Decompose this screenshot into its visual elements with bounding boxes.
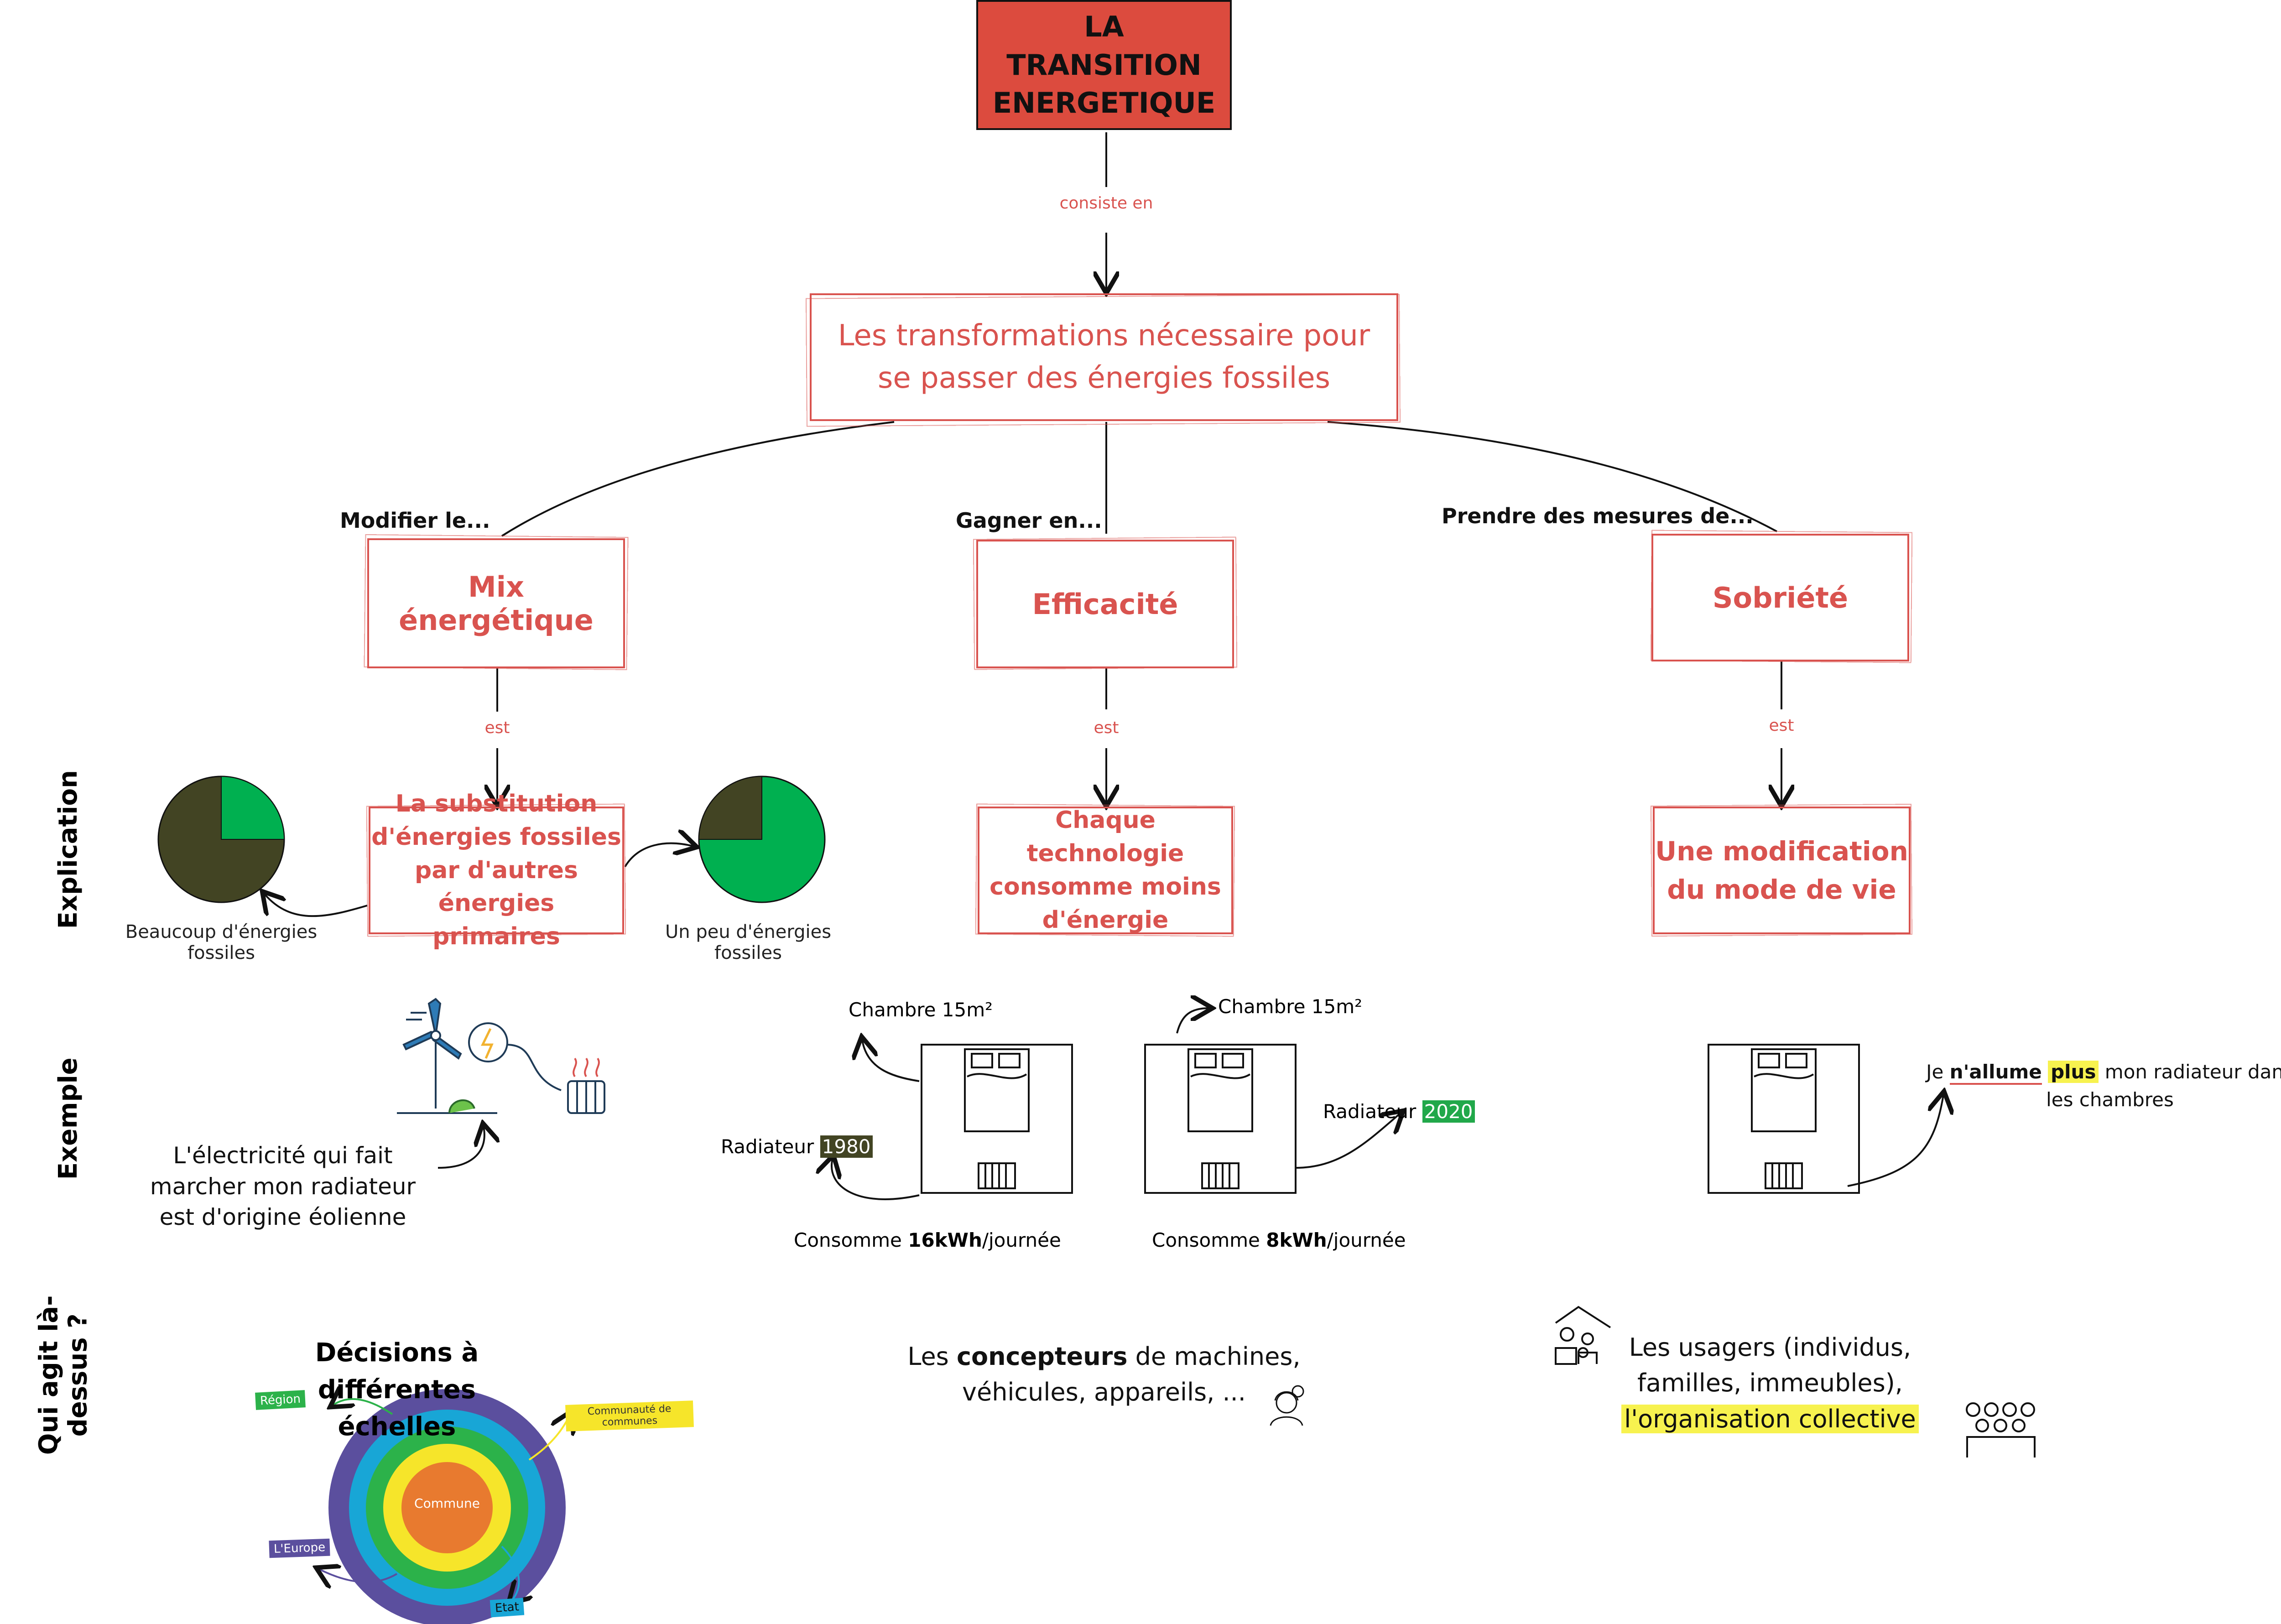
node-efficacite: Efficacité	[976, 540, 1234, 668]
connector-sobriete	[1327, 421, 1777, 532]
usagers-line-1: Les usagers (individus, familles, immeub…	[1629, 1333, 1911, 1398]
room-plan-icon-2	[1144, 1044, 1297, 1194]
node-sobriete-label: Sobriété	[1712, 581, 1849, 614]
scale-tag-etat: Etat	[490, 1598, 524, 1618]
link-label-est-2: est	[1094, 718, 1119, 737]
title-text: LA TRANSITION ENERGETIQUE	[992, 10, 1216, 120]
central-text: Les transformations nécessaire pour se p…	[838, 319, 1370, 395]
pie-chart-fossil-low	[698, 776, 826, 903]
link-label-est-1: est	[484, 718, 510, 737]
central-node: Les transformations nécessaire pour se p…	[810, 293, 1398, 421]
room-1-radiator-label: Radiateur	[721, 1135, 814, 1158]
node-efficacite-label: Efficacité	[1032, 587, 1178, 621]
room-2-consumption-value: 8kWh	[1266, 1229, 1327, 1251]
usagers-text: Les usagers (individus, familles, immeub…	[1610, 1330, 1930, 1437]
room-2-label: Chambre 15m²	[1218, 995, 1362, 1018]
wind-turbine-icon	[397, 998, 562, 1114]
room-2-consumption-suffix: /journée	[1327, 1229, 1406, 1251]
concepteurs-pre: Les	[907, 1342, 957, 1371]
sobriete-example-bold-1: n'allume	[1949, 1061, 2042, 1085]
pie-chart-fossil-high	[157, 776, 285, 903]
connector-mix	[501, 421, 895, 537]
prefix-mix: Modifier le...	[340, 508, 490, 533]
row-label-exemple: Exemple	[53, 1057, 83, 1180]
node-sobriete: Sobriété	[1651, 534, 1909, 661]
room-plan-icon-3	[1708, 1044, 1860, 1194]
scale-tag-europe: L'Europe	[269, 1538, 330, 1558]
row-label-explication: Explication	[53, 770, 83, 929]
room-1-consumption: Consomme 16kWh/journée	[794, 1229, 1086, 1251]
usagers-line-2: l'organisation collective	[1621, 1404, 1919, 1433]
node-mix-energetique: Mix énergétique	[367, 538, 625, 668]
sobriete-example-pre: Je	[1926, 1061, 1950, 1083]
scales-center-label: Commune	[414, 1496, 480, 1511]
example-mix-text: L'électricité qui fait marcher mon radia…	[150, 1142, 416, 1230]
prefix-sobriete: Prendre des mesures de...	[1442, 504, 1754, 528]
scales-concentric-diagram	[328, 1389, 566, 1624]
scales-title: Décisions à différentes échelles	[315, 1338, 479, 1442]
title-node: LA TRANSITION ENERGETIQUE	[976, 0, 1232, 130]
scale-tag-region: Région	[255, 1390, 306, 1410]
concepteurs-post: de machines, véhicules, appareils, ...	[962, 1342, 1301, 1407]
link-label-consiste: consiste en	[1059, 194, 1153, 213]
explication-mix: La substitution d'énergies fossiles par …	[369, 790, 624, 950]
explication-sobriete: Une modification du mode de vie	[1653, 807, 1911, 934]
link-label-est-3: est	[1769, 716, 1794, 735]
explication-mix-text: La substitution d'énergies fossiles par …	[371, 790, 621, 951]
engineer-icon	[1270, 1385, 1304, 1426]
concepteurs-text: Les concepteurs de machines, véhicules, …	[890, 1339, 1318, 1411]
room-plan-icon-1	[921, 1044, 1073, 1194]
room-1-radiator: Radiateur 1980	[721, 1135, 931, 1158]
room-2-radiator-label: Radiateur	[1323, 1100, 1417, 1123]
sobriete-example-bold-2: plus	[2048, 1061, 2099, 1083]
radiator-heat-icon	[567, 1057, 605, 1114]
prefix-efficacite: Gagner en...	[956, 508, 1102, 533]
pie-caption-high: Beaucoup d'énergies fossiles	[125, 921, 318, 963]
family-house-icon	[1555, 1306, 1611, 1365]
room-1-consumption-value: 16kWh	[908, 1229, 982, 1251]
room-2-radiator: Radiateur 2020	[1323, 1100, 1533, 1123]
room-1-label: Chambre 15m²	[849, 999, 993, 1021]
room-1-radiator-year: 1980	[820, 1135, 873, 1158]
row-label-qui: Qui agit là-dessus ?	[34, 1295, 93, 1455]
room-2-radiator-year: 2020	[1422, 1100, 1475, 1123]
concepteurs-bold: concepteurs	[956, 1342, 1128, 1371]
node-mix-label: Mix énergétique	[399, 570, 594, 637]
scale-tag-communaute: Communauté de communes	[565, 1400, 694, 1431]
explication-efficacite: Chaque technologie consomme moins d'éner…	[978, 807, 1233, 934]
sobriete-example-post: mon radiateur dans les chambres	[2046, 1061, 2281, 1111]
pie-caption-low: Un peu d'énergies fossiles	[665, 921, 832, 963]
group-people-icon	[1966, 1402, 2036, 1457]
sobriete-example-text: Je n'allume plus mon radiateur dans les …	[1914, 1058, 2281, 1114]
explication-efficacite-text: Chaque technologie consomme moins d'éner…	[989, 807, 1221, 934]
room-2-consumption-prefix: Consomme	[1152, 1229, 1266, 1251]
explication-sobriete-text: Une modification du mode de vie	[1655, 835, 1908, 905]
room-1-consumption-suffix: /journée	[982, 1229, 1061, 1251]
sobriete-example-mid	[2042, 1061, 2048, 1083]
room-1-consumption-prefix: Consomme	[794, 1229, 908, 1251]
room-2-consumption: Consomme 8kWh/journée	[1152, 1229, 1444, 1251]
